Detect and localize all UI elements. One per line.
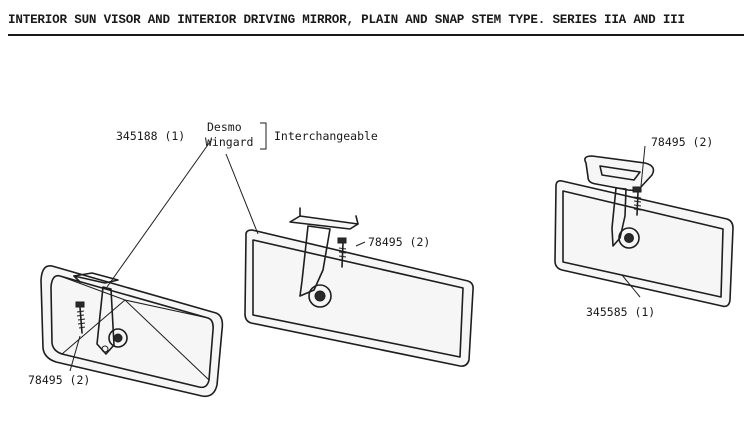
part-number-78495-right: 78495 (2) — [651, 135, 713, 149]
screw-icon-middle — [337, 237, 347, 268]
mirror-wingard-middle — [244, 207, 474, 367]
header-rule: INTERIOR SUN VISOR AND INTERIOR DRIVING … — [8, 10, 744, 36]
part-number-345585: 345585 (1) — [586, 305, 655, 319]
mounting-bracket-middle — [289, 207, 359, 308]
part-number-78495-left: 78495 (2) — [28, 373, 90, 387]
screw-icon-left — [75, 301, 86, 334]
part-number-78495-middle: 78495 (2) — [368, 235, 430, 249]
interchangeable-label: Interchangeable — [274, 129, 378, 143]
variant-label-wingard: Wingard — [205, 135, 253, 149]
page-title: INTERIOR SUN VISOR AND INTERIOR DRIVING … — [8, 13, 685, 27]
mirror-desmo-left — [40, 264, 224, 398]
mirror-right — [554, 155, 734, 308]
screw-icon-right — [632, 186, 642, 216]
variant-label-desmo: Desmo — [207, 120, 242, 134]
leader-lines — [69, 122, 646, 372]
part-number-345188: 345188 (1) — [116, 129, 185, 143]
mounting-bracket-right — [584, 155, 655, 249]
